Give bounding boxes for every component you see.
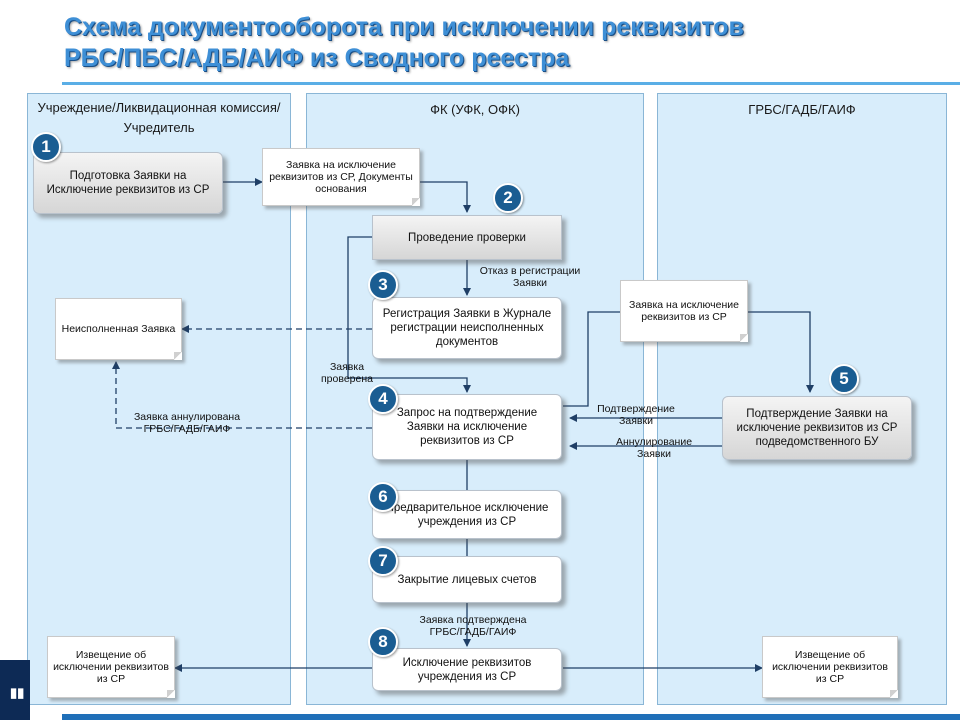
request-confirm-box: Запрос на подтверждение Заявки на исключ… (372, 394, 562, 460)
lane-title-institution: Учреждение/Ликвидационная комиссия/Учред… (37, 100, 281, 135)
confirm-text: Подтверждение Заявки на исключение рекви… (736, 408, 898, 448)
notice-right-document: Извещение об исключении реквизитов из СР (762, 636, 898, 698)
close-accounts-box: Закрытие лицевых счетов (372, 556, 562, 603)
step-1-badge: 1 (31, 132, 61, 162)
annulled-label: Заявка аннулирована ГРБС/ГАДБ/ГАИФ (133, 411, 241, 435)
close-accounts-text: Закрытие лицевых счетов (397, 573, 537, 586)
notice-left-document: Извещение об исключении реквизитов из СР (47, 636, 175, 698)
request-right-document: Заявка на исключение реквизитов из СР (620, 280, 748, 342)
request-docs-document: Заявка на исключение реквизитов из СР, Д… (262, 148, 420, 206)
exclusion-text: Исключение реквизитов учреждения из СР (402, 656, 532, 683)
annulment-label: Аннулирование Заявки (615, 436, 693, 460)
confirmation-label: Подтверждение Заявки (597, 403, 675, 427)
prepare-request-box: Подготовка Заявки на Исключение реквизит… (33, 152, 223, 214)
corner-logo-icon: ▮▮ (10, 685, 25, 700)
step-3-badge: 3 (368, 270, 398, 300)
title-divider (62, 82, 960, 85)
notice-left-text: Извещение об исключении реквизитов из СР (53, 649, 169, 685)
title-line-2: РБС/ПБС/АДБ/АИФ из Сводного реестра (64, 44, 570, 72)
request-confirm-text: Запрос на подтверждение Заявки на исключ… (396, 407, 538, 447)
bottom-accent-bar (62, 714, 960, 720)
confirmed-label: Заявка подтверждена ГРБС/ГАДБ/ГАИФ (419, 614, 527, 638)
confirm-box: Подтверждение Заявки на исключение рекви… (722, 396, 912, 460)
register-box: Регистрация Заявки в Журнале регистрации… (372, 297, 562, 359)
lane-title-grbs: ГРБС/ГАДБ/ГАИФ (748, 102, 856, 117)
pre-exclusion-text: Предварительное исключение учреждения из… (385, 501, 549, 528)
check-box: Проведение проверки (372, 215, 562, 260)
title-line-1: Схема документооборота при исключении ре… (64, 13, 744, 41)
unfulfilled-text: Неисполненная Заявка (61, 323, 176, 335)
notice-right-text: Извещение об исключении реквизитов из СР (772, 649, 888, 685)
page-title: Схема документооборота при исключении ре… (64, 12, 924, 74)
pre-exclusion-box: Предварительное исключение учреждения из… (372, 490, 562, 539)
checked-label: Заявка проверена (321, 361, 373, 385)
step-2-badge: 2 (493, 183, 523, 213)
step-4-badge: 4 (368, 384, 398, 414)
request-docs-text: Заявка на исключение реквизитов из СР, Д… (269, 159, 413, 195)
prepare-request-text: Подготовка Заявки на Исключение реквизит… (46, 170, 210, 196)
lane-title-treasury: ФК (УФК, ОФК) (430, 102, 520, 117)
unfulfilled-document: Неисполненная Заявка (55, 298, 182, 360)
step-8-badge: 8 (368, 627, 398, 657)
request-right-text: Заявка на исключение реквизитов из СР (629, 299, 739, 323)
step-5-badge: 5 (829, 364, 859, 394)
refusal-label: Отказ в регистрации Заявки (479, 265, 581, 289)
step-7-badge: 7 (368, 546, 398, 576)
register-text: Регистрация Заявки в Журнале регистрации… (382, 308, 552, 348)
corner-logo-block: ▮▮ (0, 660, 30, 720)
check-text: Проведение проверки (408, 231, 526, 244)
step-6-badge: 6 (368, 482, 398, 512)
exclusion-box: Исключение реквизитов учреждения из СР (372, 648, 562, 691)
